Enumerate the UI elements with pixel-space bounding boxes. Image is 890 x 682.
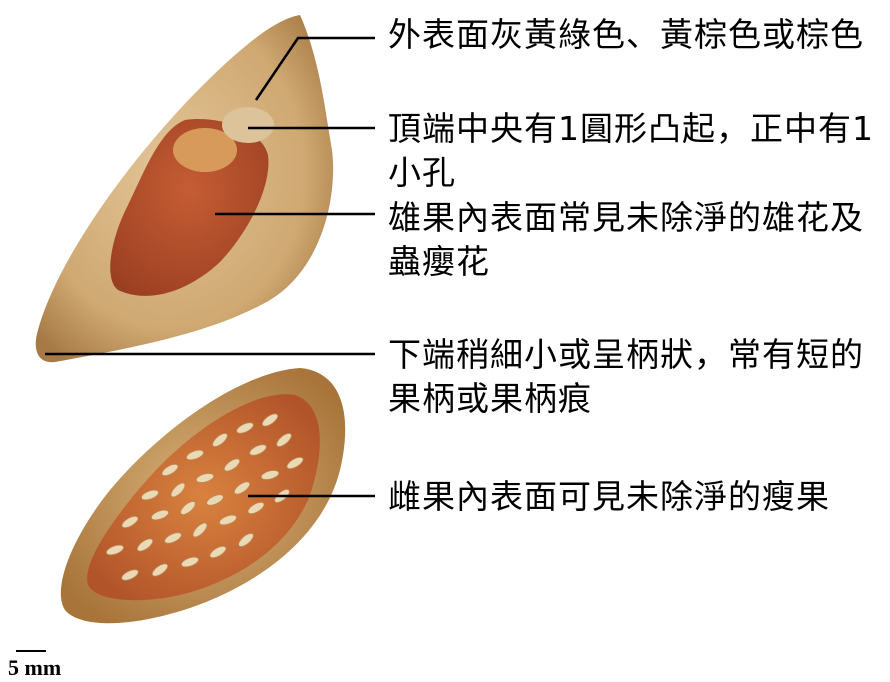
annotation-base: 下端稍細小或呈柄狀，常有短的果柄或果柄痕 xyxy=(388,335,864,418)
female-fruit xyxy=(60,368,346,624)
scale-label: 5 mm xyxy=(8,655,62,680)
annotation-male-inner: 雄果內表面常見未除淨的雄花及蟲癭花 xyxy=(388,198,864,281)
annotation-female-inner: 雌果內表面可見未除淨的瘦果 xyxy=(388,477,830,516)
scale-bar xyxy=(16,650,46,652)
male-fruit xyxy=(35,15,334,363)
leader-outer-surface xyxy=(254,36,375,101)
annotation-outer-surface: 外表面灰黃綠色、黃棕色或棕色 xyxy=(388,15,864,54)
leader-lines xyxy=(45,36,375,498)
annotation-apex: 頂端中央有1圓形凸起，正中有1小孔 xyxy=(388,109,874,192)
